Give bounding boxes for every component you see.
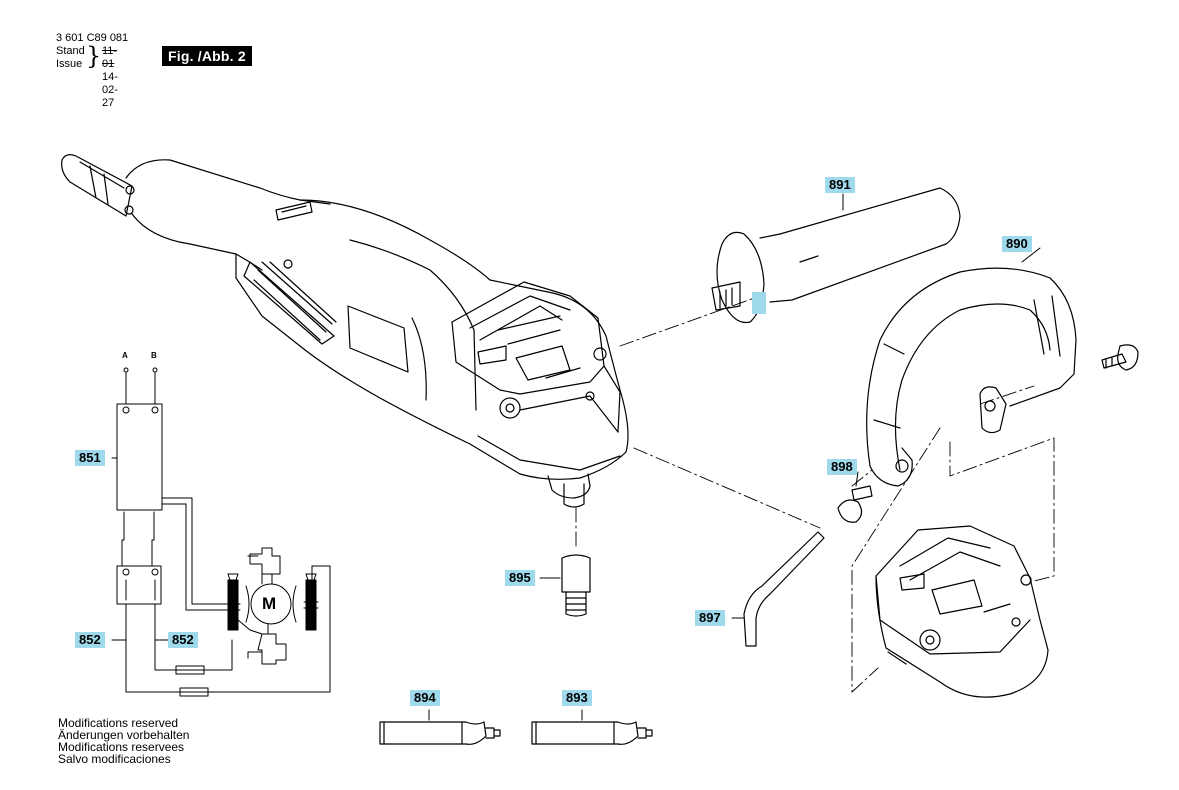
- issue-label: Issue: [56, 58, 83, 70]
- note-line: Änderungen vorbehalten: [58, 728, 190, 742]
- stand-label: Stand: [56, 45, 85, 57]
- leader-lines: [575, 295, 1055, 693]
- note-line: Modifications reserved: [58, 716, 179, 730]
- dates-block: 11-01 14-02-27: [102, 45, 118, 110]
- callout-852-right: 852: [168, 632, 198, 648]
- brace-glyph: }: [86, 42, 102, 70]
- terminal-b-label: B: [151, 351, 157, 360]
- part-890-bow-handle-drawing: [866, 267, 1139, 487]
- callout-891: 891: [825, 177, 855, 193]
- stand-issue-block: Stand Issue } 11-01 14-02-27: [56, 43, 118, 109]
- callout-894: 894: [410, 690, 440, 706]
- wiring-schematic: [116, 367, 331, 697]
- part-891-side-handle-drawing: [711, 187, 961, 324]
- part-895-adapter-drawing: [561, 554, 591, 617]
- issue-date: 14-02-27: [102, 71, 118, 109]
- header-part-number: 3 601 C89 081: [56, 32, 128, 45]
- modification-notes: Modifications reserved Änderungen vorbeh…: [58, 717, 189, 765]
- note-line: Modifications reservees: [58, 740, 185, 754]
- motor-label: M: [262, 594, 277, 613]
- callout-851: 851: [75, 450, 105, 466]
- callout-895: 895: [505, 570, 535, 586]
- tube-893-drawing: [531, 721, 653, 745]
- callout-852-left: 852: [75, 632, 105, 648]
- terminal-a-label: A: [122, 351, 128, 360]
- grinder-body-drawing: [61, 154, 629, 508]
- part-number: 3 601 C89 081: [56, 32, 129, 44]
- callout-898: 898: [827, 459, 857, 475]
- callout-893: 893: [562, 690, 592, 706]
- tube-894-drawing: [379, 721, 501, 745]
- old-date: 11-01: [102, 45, 118, 70]
- note-line: Salvo modificaciones: [58, 752, 171, 766]
- part-897-hex-key-drawing: [743, 531, 825, 647]
- figure-label: Fig. /Abb. 2: [162, 46, 252, 66]
- callout-897: 897: [695, 610, 725, 626]
- callout-leaders: [111, 193, 1041, 721]
- part-898-screw-drawing: [837, 485, 873, 523]
- callout-890: 890: [1002, 236, 1032, 252]
- gear-head-housing-drawing: [875, 525, 1049, 698]
